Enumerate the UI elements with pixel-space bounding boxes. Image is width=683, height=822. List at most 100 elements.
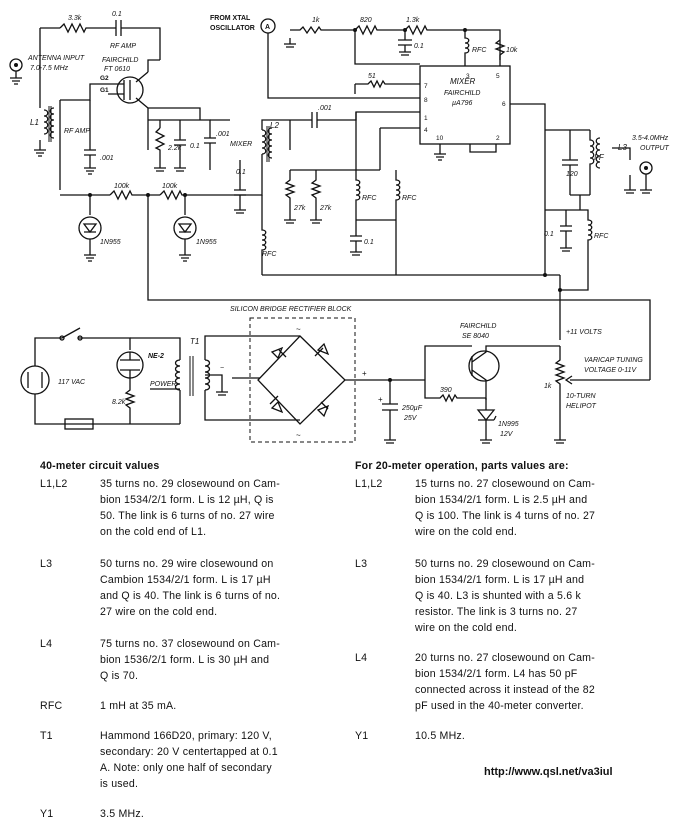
diode-1n955-1 — [78, 216, 102, 240]
r-51-label: 51 — [368, 73, 376, 80]
c-01-top-label: 0.1 — [414, 43, 424, 50]
bridge-rectifier-block — [249, 317, 356, 443]
parts-row-text: 1 mH at 35 mA. — [100, 698, 340, 714]
parts-row-text: Hammond 166D20, primary: 120 V,secondary… — [100, 728, 340, 792]
output-range-label: 3.5-4.0MHz — [632, 135, 669, 142]
pot-1k-label: 1k — [544, 383, 552, 390]
t1-label: T1 — [190, 337, 199, 346]
zener-voltage-label: 12V — [500, 431, 514, 438]
r-2k2-label: 2.2k — [167, 145, 182, 152]
parts-row-line: bion 1534/2/1 form. L is 2.5 µH and — [415, 494, 588, 506]
if-label: I-F — [594, 153, 605, 162]
output-label: OUTPUT — [640, 145, 670, 152]
fet-make-label: FAIRCHILD — [102, 57, 138, 64]
parts-row: L4 75 turns no. 37 closewound on Cam-bion… — [40, 636, 340, 684]
rfc-low-label: RFC — [262, 251, 277, 258]
coil-l1 — [43, 109, 49, 135]
parts-row-line: 1 mH at 35 mA. — [100, 700, 177, 712]
tilde-bottom-label: ~ — [296, 431, 301, 440]
zener-part-label: 1N995 — [498, 421, 519, 428]
plus-label: + — [362, 369, 367, 378]
c-001-left-label: .001 — [100, 155, 114, 162]
helipot-label-1: 10-TURN — [566, 393, 597, 400]
c-25v-label: 25V — [403, 415, 418, 422]
parts-row-label: Y1 — [355, 730, 369, 742]
resistor-1k3 — [404, 24, 470, 36]
reg-make-label: FAIRCHILD — [460, 323, 496, 330]
pin-7: 7 — [424, 83, 428, 90]
pin-3: 3 — [466, 73, 470, 80]
parts-row-line: 75 turns no. 37 closewound on Cam- — [100, 638, 280, 650]
resistor-820 — [354, 24, 405, 36]
transformer-t1 — [174, 359, 181, 391]
parts-row-line: bion 1534/2/1 form. L4 has 50 pF — [415, 668, 578, 680]
resistor-8k2 — [124, 378, 136, 424]
ac-plug — [20, 365, 50, 395]
bridge-diodes — [257, 335, 346, 425]
rfc-right-coil — [545, 209, 593, 255]
r-1k-label: 1k — [312, 17, 320, 24]
g2-label: G2 — [100, 75, 109, 82]
parts-row-line: is used. — [100, 778, 139, 790]
varicap-label-1: VARICAP TUNING — [584, 357, 643, 364]
r-82k-label: 8.2k — [112, 399, 126, 406]
parts-row-line: Q is 70. — [100, 670, 139, 682]
rfc-top-coil — [464, 30, 470, 66]
parts-row-label: L3 — [355, 558, 368, 570]
mixer-block-title: MIXER — [450, 77, 476, 86]
parts-row-label: Y1 — [40, 808, 54, 820]
minus-label: − — [220, 365, 224, 372]
g1-label: G1 — [100, 87, 109, 94]
resistor-51 — [355, 79, 420, 89]
l2-label: L2 — [270, 121, 279, 130]
parts-row-line: resistor. The link is 3 turns no. 27 — [415, 606, 578, 618]
c-01-lower-label: 0.1 — [236, 169, 246, 176]
resistor-1k — [290, 25, 355, 35]
c-001-mid-label: .001 — [216, 131, 230, 138]
parts-row-line: on the cold end of L1. — [100, 526, 207, 538]
mixer-block-part: µA796 — [452, 100, 472, 107]
diode-2-label: 1N955 — [196, 239, 217, 246]
reg-part-label: SE 8040 — [462, 333, 489, 340]
schematic-diagram: ANTENNA INPUT 7.0-7.5 MHz 3.3k 0.1 RF AM… — [9, 11, 670, 444]
r-27k-2-label: 27k — [319, 205, 332, 212]
bridge-title-label: SILICON BRIDGE RECTIFIER BLOCK — [230, 306, 352, 313]
parts-row-line: 10.5 MHz. — [415, 730, 466, 742]
c-001-right-label: .001 — [318, 105, 332, 112]
parts-row-label: L4 — [355, 652, 368, 664]
values-20m-title: For 20-meter operation, parts values are… — [355, 460, 569, 472]
ne2-label: NE-2 — [148, 353, 164, 360]
pin-6: 6 — [502, 101, 506, 108]
r-27k-1-label: 27k — [293, 205, 306, 212]
pin-2: 2 — [496, 135, 500, 142]
resistor-390 — [424, 380, 486, 403]
r-100k-2-label: 100k — [162, 183, 178, 190]
parts-row: L3 50 turns no. 29 closewound on Cam-bion… — [355, 556, 655, 636]
rfc-right-label: RFC — [594, 233, 609, 240]
parts-row-label: T1 — [40, 730, 53, 742]
diode-1n955-2 — [173, 216, 197, 240]
parts-row-line: and Q is 40. The link is 6 turns of no. — [100, 590, 281, 602]
parts-row-line: 20 turns no. 27 closewound on Cam- — [415, 652, 595, 664]
l1-label: L1 — [30, 118, 39, 127]
parts-row-text: 50 turns no. 29 closewound on Cam-bion 1… — [415, 556, 655, 636]
c-01-bottom-label: 0.1 — [364, 239, 374, 246]
pin-5: 5 — [496, 73, 500, 80]
parts-row-label: L4 — [40, 638, 53, 650]
parts-row-label: L3 — [40, 558, 53, 570]
rfc-mid2-label: RFC — [402, 195, 417, 202]
cap-plus-label: + — [378, 395, 383, 404]
parts-row-line: A. Note: only one half of secondary — [100, 762, 272, 774]
parts-row-text: 75 turns no. 37 closewound on Cam-bion 1… — [100, 636, 340, 684]
capacitor-0-1-input — [115, 20, 122, 36]
diode-1-label: 1N955 — [100, 239, 121, 246]
parts-row-text: 15 turns no. 27 closewound on Cam-bion 1… — [415, 476, 655, 540]
c-250-label: 250µF — [401, 405, 423, 412]
mixer-block-make: FAIRCHILD — [444, 90, 480, 97]
rf-amp-top-label: RF AMP — [110, 43, 136, 50]
